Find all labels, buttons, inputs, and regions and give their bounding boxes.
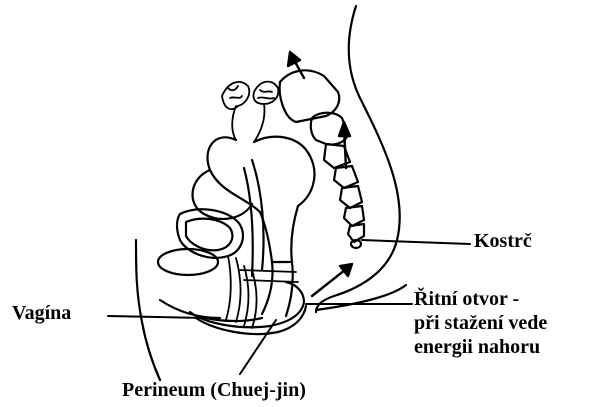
sacrum-coccyx xyxy=(280,70,364,248)
vagina-leader xyxy=(108,316,204,318)
anus-label-line-1: Řitní otvor - xyxy=(414,287,547,311)
pubic-bone xyxy=(158,249,218,275)
hip-joint-detail xyxy=(222,82,278,142)
coccyx-leader xyxy=(362,240,470,244)
thigh-outline xyxy=(136,240,160,380)
pubic-outline xyxy=(160,300,220,318)
anus-label: Řitní otvor - při stažení vede energii n… xyxy=(414,287,547,359)
perineum-label: Perineum (Chuej-jin) xyxy=(122,378,306,402)
back-outline xyxy=(316,6,400,312)
coccyx-label: Kostrč xyxy=(474,229,532,253)
energy-arrows xyxy=(288,52,352,296)
vagina-label: Vagína xyxy=(12,301,71,325)
anus-label-line-2: při stažení vede xyxy=(414,311,547,335)
anus-label-line-3: energii nahoru xyxy=(414,335,547,359)
